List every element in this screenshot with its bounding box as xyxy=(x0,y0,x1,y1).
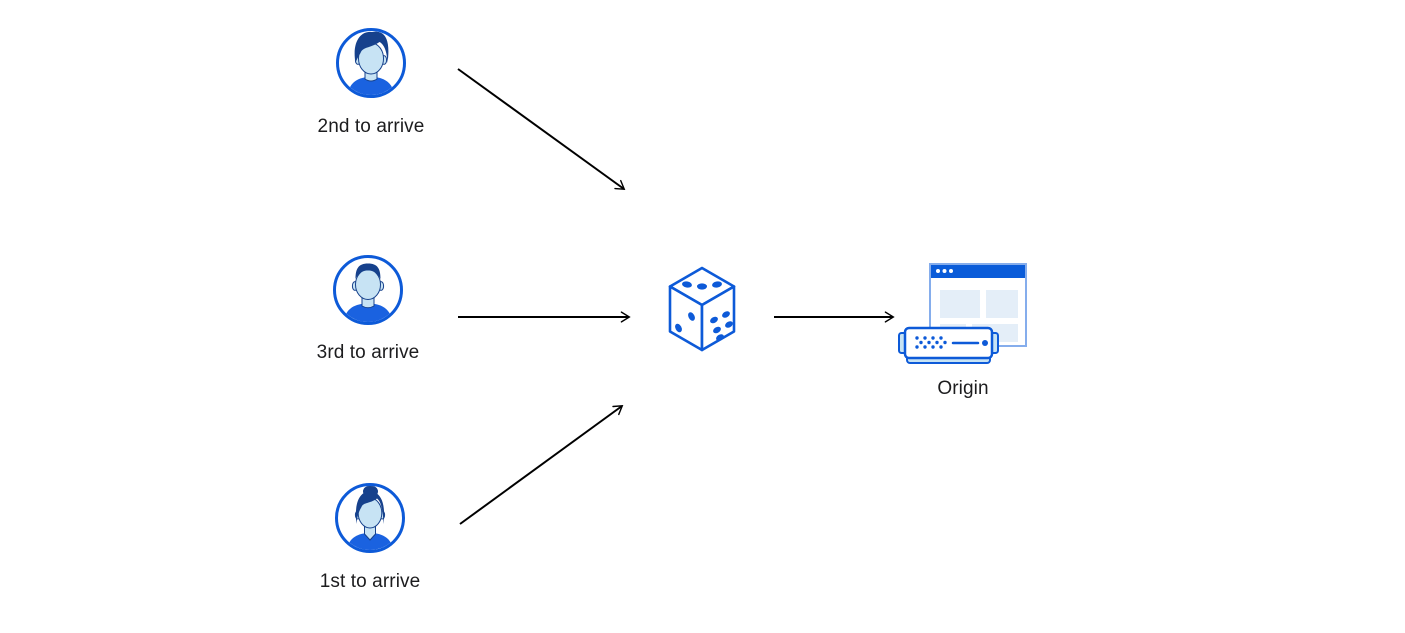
client-label: 3rd to arrive xyxy=(316,342,420,363)
arrow-client-2nd-to-dice xyxy=(457,68,626,190)
client-group-1st: 1st to arrive xyxy=(320,482,420,592)
origin-server-browser-icon xyxy=(898,263,1027,364)
user-avatar-man-quiff-icon xyxy=(336,28,406,98)
client-label: 1st to arrive xyxy=(319,571,421,592)
origin-group: Origin xyxy=(896,261,1030,399)
client-group-2nd: 2nd to arrive xyxy=(318,27,424,137)
user-avatar-man-flattop-icon xyxy=(333,255,403,325)
user-avatar-woman-bun-icon xyxy=(335,483,405,553)
origin-label: Origin xyxy=(937,378,989,399)
dice-icon xyxy=(668,266,736,352)
client-label: 2nd to arrive xyxy=(317,116,425,137)
client-group-3rd: 3rd to arrive xyxy=(317,254,419,363)
arrow-client-1st-to-dice xyxy=(459,405,624,525)
